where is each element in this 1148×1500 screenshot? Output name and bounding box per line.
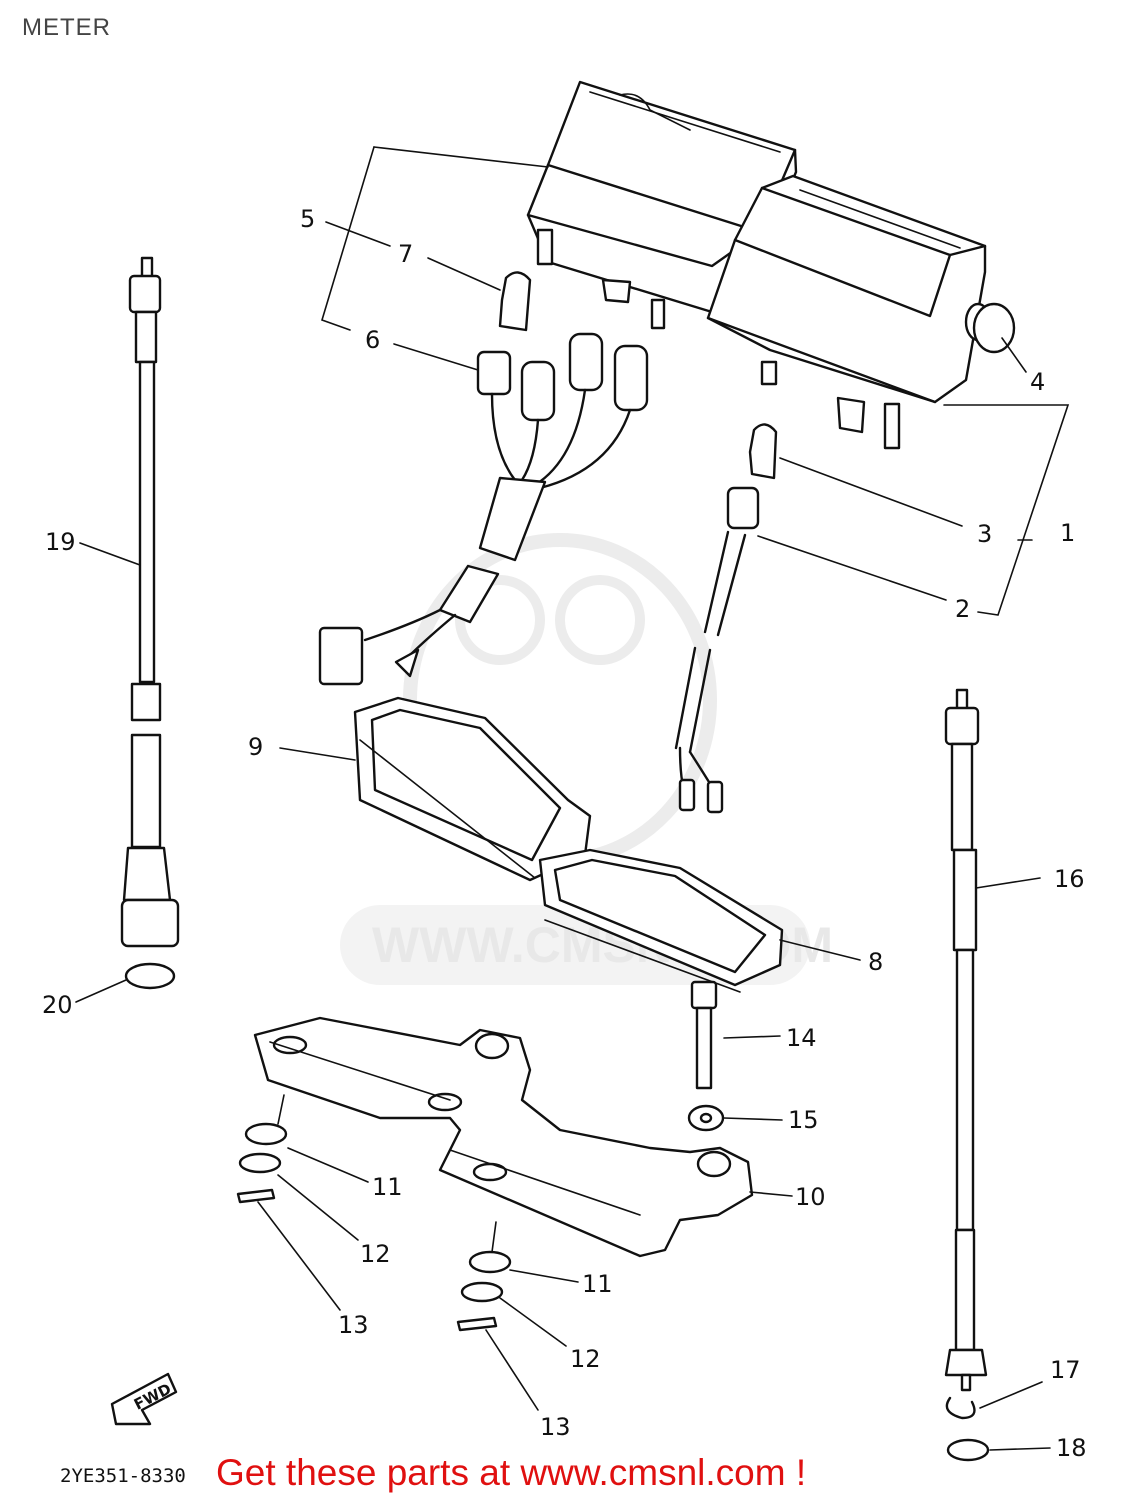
forward-arrow-icon: FWD — [110, 1372, 178, 1426]
tachometer-housing — [706, 174, 987, 450]
part-label-15: 15 — [788, 1106, 819, 1134]
part-label-2: 2 — [955, 595, 970, 623]
reference-code: 2YE351-8330 — [60, 1465, 186, 1487]
group-brackets — [321, 146, 1070, 616]
part-labels: 1 2 3 4 5 6 7 8 9 10 11 11 12 12 13 13 1… — [42, 205, 1087, 1462]
part-label-11a: 11 — [372, 1173, 403, 1201]
part-label-12a: 12 — [360, 1240, 391, 1268]
part-label-14: 14 — [786, 1024, 817, 1052]
bolt-and-washer — [687, 980, 725, 1132]
hardware-right — [456, 1221, 512, 1332]
part-label-13a: 13 — [338, 1311, 369, 1339]
cushion-8 — [538, 848, 784, 993]
part-label-11b: 11 — [582, 1270, 613, 1298]
part-label-8: 8 — [868, 948, 883, 976]
leader-lines — [75, 221, 1051, 1451]
bulb-7 — [498, 271, 532, 332]
part-label-4: 4 — [1030, 368, 1045, 396]
part-label-3: 3 — [977, 520, 992, 548]
socket-wire — [674, 486, 760, 814]
bulb-3 — [748, 423, 778, 480]
promo-link[interactable]: Get these parts at www.cmsnl.com ! — [216, 1452, 807, 1493]
bracket — [253, 1016, 754, 1258]
part-label-19: 19 — [45, 528, 76, 556]
tachometer-cable — [944, 688, 990, 1462]
part-label-18: 18 — [1056, 1434, 1087, 1462]
speedometer-cable — [120, 256, 180, 990]
page-title: METER — [22, 14, 111, 41]
part-label-9: 9 — [248, 733, 263, 761]
part-label-1: 1 — [1060, 519, 1075, 547]
part-label-13b: 13 — [540, 1413, 571, 1441]
part-label-20: 20 — [42, 991, 73, 1019]
part-label-12b: 12 — [570, 1345, 601, 1373]
part-label-17: 17 — [1050, 1356, 1081, 1384]
hardware-left — [236, 1094, 288, 1204]
part-label-16: 16 — [1054, 865, 1085, 893]
part-label-6: 6 — [365, 326, 380, 354]
part-label-7: 7 — [398, 240, 413, 268]
part-label-10: 10 — [795, 1183, 826, 1211]
socket-harness — [318, 332, 649, 686]
cushion-9 — [353, 696, 592, 882]
part-label-5: 5 — [300, 205, 315, 233]
